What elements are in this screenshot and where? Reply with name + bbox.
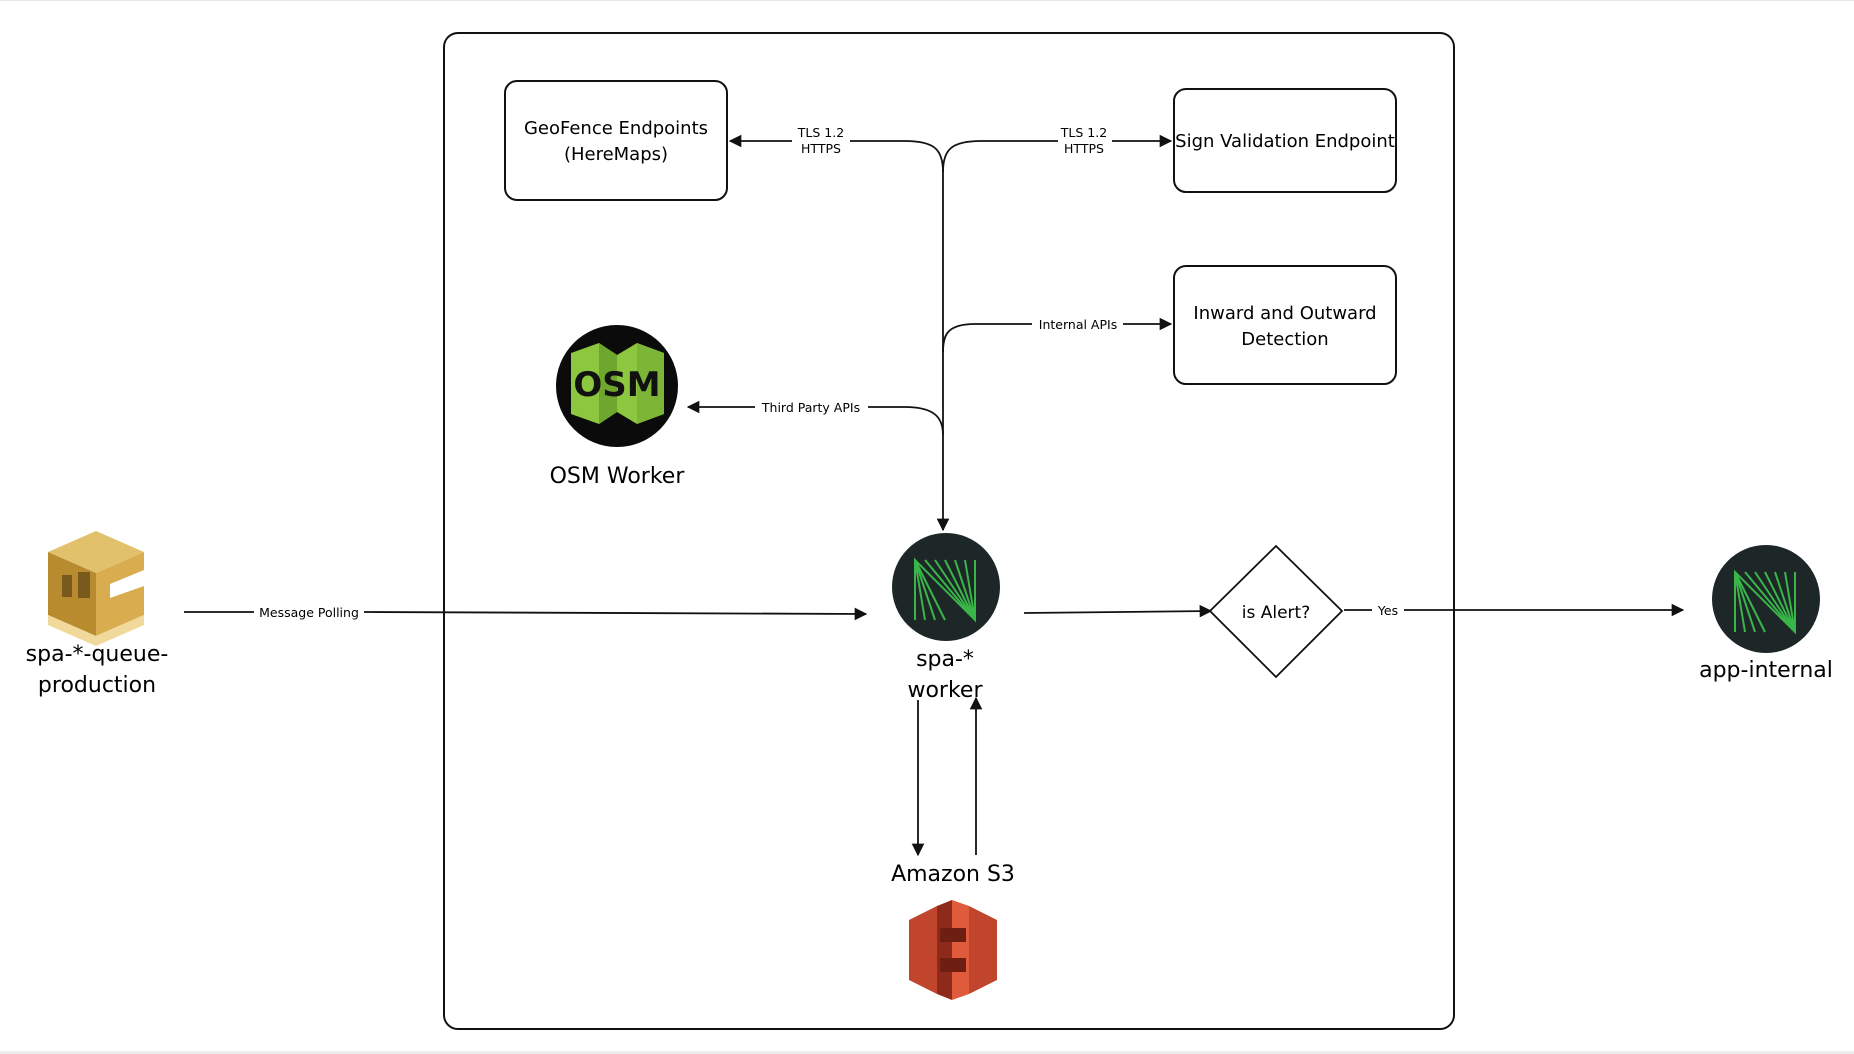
osm-worker-label: OSM Worker: [550, 464, 686, 489]
app-internal-label: app-internal: [1699, 658, 1833, 683]
top-rule: [0, 0, 1854, 1]
sign-validation-endpoint-box: Sign Validation Endpoint: [1173, 88, 1397, 193]
message-polling-label: Message Polling: [259, 605, 359, 620]
edge-to-sign-validation: [942, 140, 1058, 173]
edge-to-inward: [942, 323, 1032, 353]
edge-message-polling-b: [363, 607, 868, 621]
amazon-s3-label: Amazon S3: [891, 862, 1015, 887]
worker-label-line2: worker: [907, 678, 983, 703]
decision-label: is Alert?: [1242, 603, 1310, 623]
third-party-apis-label: Third Party APIs: [761, 400, 860, 415]
geofence-sub-label: (HereMaps): [564, 144, 668, 165]
edge-to-osm: [868, 406, 944, 436]
tls-left-line2: HTTPS: [801, 141, 841, 156]
inward-outward-detection-box: Inward and Outward Detection: [1173, 265, 1397, 385]
connectors: [184, 134, 1685, 857]
inward-label-line1: Inward and Outward: [1193, 303, 1376, 324]
queue-label-line1: spa-*-queue-: [26, 642, 169, 667]
is-alert-decision: is Alert?: [1208, 544, 1344, 679]
tls-left-line1: TLS 1.2: [797, 125, 844, 140]
osm-logo-text: OSM: [573, 365, 660, 405]
app-internal-logo-icon: [1712, 545, 1820, 653]
edge-to-geofence: [850, 140, 944, 173]
sign-validation-label: Sign Validation Endpoint: [1175, 131, 1395, 152]
amazon-sqs-icon: [48, 531, 144, 646]
system-boundary: [443, 32, 1455, 1030]
edge-worker-to-decision: [1023, 604, 1213, 618]
amazon-s3-icon: [909, 900, 997, 1000]
yes-label: Yes: [1377, 603, 1398, 618]
geofence-endpoints-box: GeoFence Endpoints (HereMaps): [504, 80, 728, 201]
worker-label-line1: spa-*: [916, 647, 974, 672]
bottom-band: [0, 1051, 1854, 1054]
inward-label-line2: Detection: [1241, 329, 1328, 350]
geofence-label: GeoFence Endpoints: [524, 118, 708, 139]
osm-logo-icon: OSM: [556, 325, 678, 447]
tls-right-line1: TLS 1.2: [1060, 125, 1107, 140]
mapbox-style-logo-icon: [892, 533, 1000, 641]
tls-right-line2: HTTPS: [1064, 141, 1104, 156]
queue-label-line2: production: [38, 673, 156, 698]
internal-apis-label: Internal APIs: [1039, 317, 1117, 332]
